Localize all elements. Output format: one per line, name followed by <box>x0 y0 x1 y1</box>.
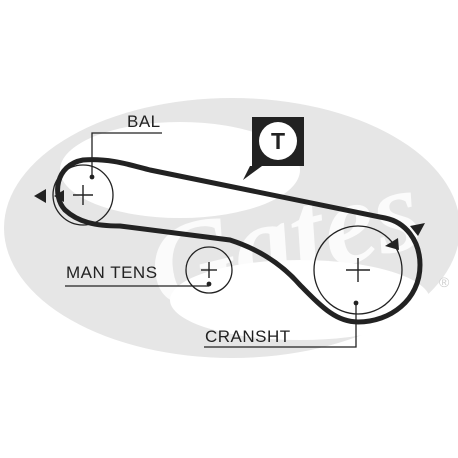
crankshaft-label: CRANSHT <box>205 327 291 346</box>
brand-watermark: Gates ® <box>4 98 458 358</box>
registered-mark: ® <box>439 274 450 290</box>
balance-pulley-outline <box>52 164 114 226</box>
tensioner-pulley-outline <box>185 246 233 294</box>
balance-shaft-pulley <box>52 164 114 226</box>
crankshaft-pulley-outline <box>313 225 403 315</box>
balance-rotation-arrow-inner-icon <box>54 190 64 202</box>
balance-leader-dot <box>89 174 95 180</box>
balance-rotation-arrow-icon <box>34 189 46 203</box>
crankshaft-rotation-arrow-inner-icon <box>385 238 399 250</box>
timing-badge-disc <box>259 122 297 160</box>
balance-label: BAL <box>127 112 161 131</box>
crankshaft-leader-line <box>204 303 357 348</box>
timing-badge-letter: T <box>271 128 285 154</box>
tensioner-leader-dot <box>206 281 212 287</box>
timing-badge: T <box>243 117 304 180</box>
balance-leader-line <box>91 132 162 177</box>
timing-belt <box>55 157 423 325</box>
tensioner-pulley <box>185 246 233 294</box>
tensioner-label: MAN TENS <box>66 263 158 282</box>
crankshaft-pulley <box>313 225 403 315</box>
crankshaft-rotation-arrow-icon <box>410 223 425 236</box>
watermark-oval-cutout <box>60 122 300 218</box>
